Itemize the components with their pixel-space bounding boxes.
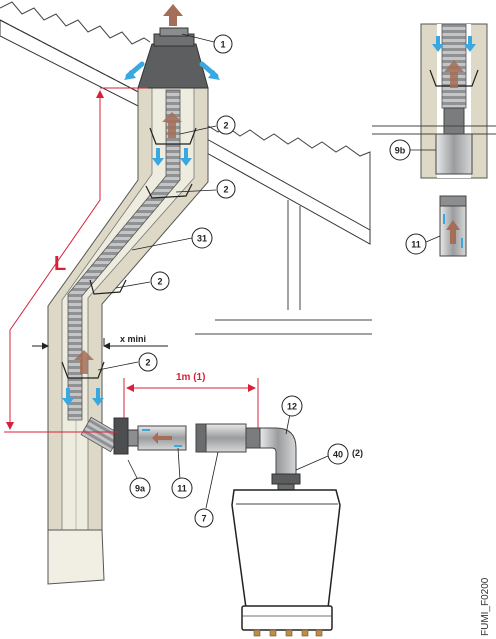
callout-9b-label: 9b [395,146,406,156]
callout-2-middle: 2 [150,271,170,291]
figure-reference: FUMI_F0200 [480,577,491,636]
callout-11-main: 11 [171,477,193,499]
min-gap-label: x mini [120,334,146,344]
callout-1: 1 [213,34,233,54]
connection-pipes [80,416,301,491]
dimension-lines [4,87,259,433]
inset-termination-detail [372,23,496,179]
roof-terminal [124,4,220,89]
leader-lines [97,33,441,509]
callout-31: 31 [191,227,213,249]
callout-2-middle-label: 2 [157,277,162,287]
callout-40-label: 40 [333,450,343,460]
boiler [231,489,341,637]
callout-2-bend: 2 [216,179,236,199]
callout-11-inset: 11 [405,233,427,255]
callout-9b: 9b [389,139,411,161]
inset-spare-pipe [439,195,467,257]
callout-2-lower-label: 2 [145,358,150,368]
callout-9a-label: 9a [135,484,146,494]
callout-40: 40 (2) [327,443,363,465]
callout-2-bend-label: 2 [223,185,228,195]
callout-7-label: 7 [201,514,206,524]
callout-2-upper: 2 [216,115,236,135]
callout-12: 12 [281,395,303,417]
callout-1-label: 1 [220,40,225,50]
callout-31-label: 31 [197,234,207,244]
callout-2-lower: 2 [138,352,158,372]
horizontal-length-label: 1m (1) [176,372,205,383]
callout-9a: 9a [129,477,151,499]
callout-7: 7 [194,508,214,528]
callout-11-inset-label: 11 [411,240,421,250]
length-label: L [54,253,66,275]
callout-11-main-label: 11 [177,484,187,494]
callout-12-label: 12 [287,402,297,412]
callout-2-upper-label: 2 [223,121,228,131]
callout-40-note: (2) [352,448,363,458]
